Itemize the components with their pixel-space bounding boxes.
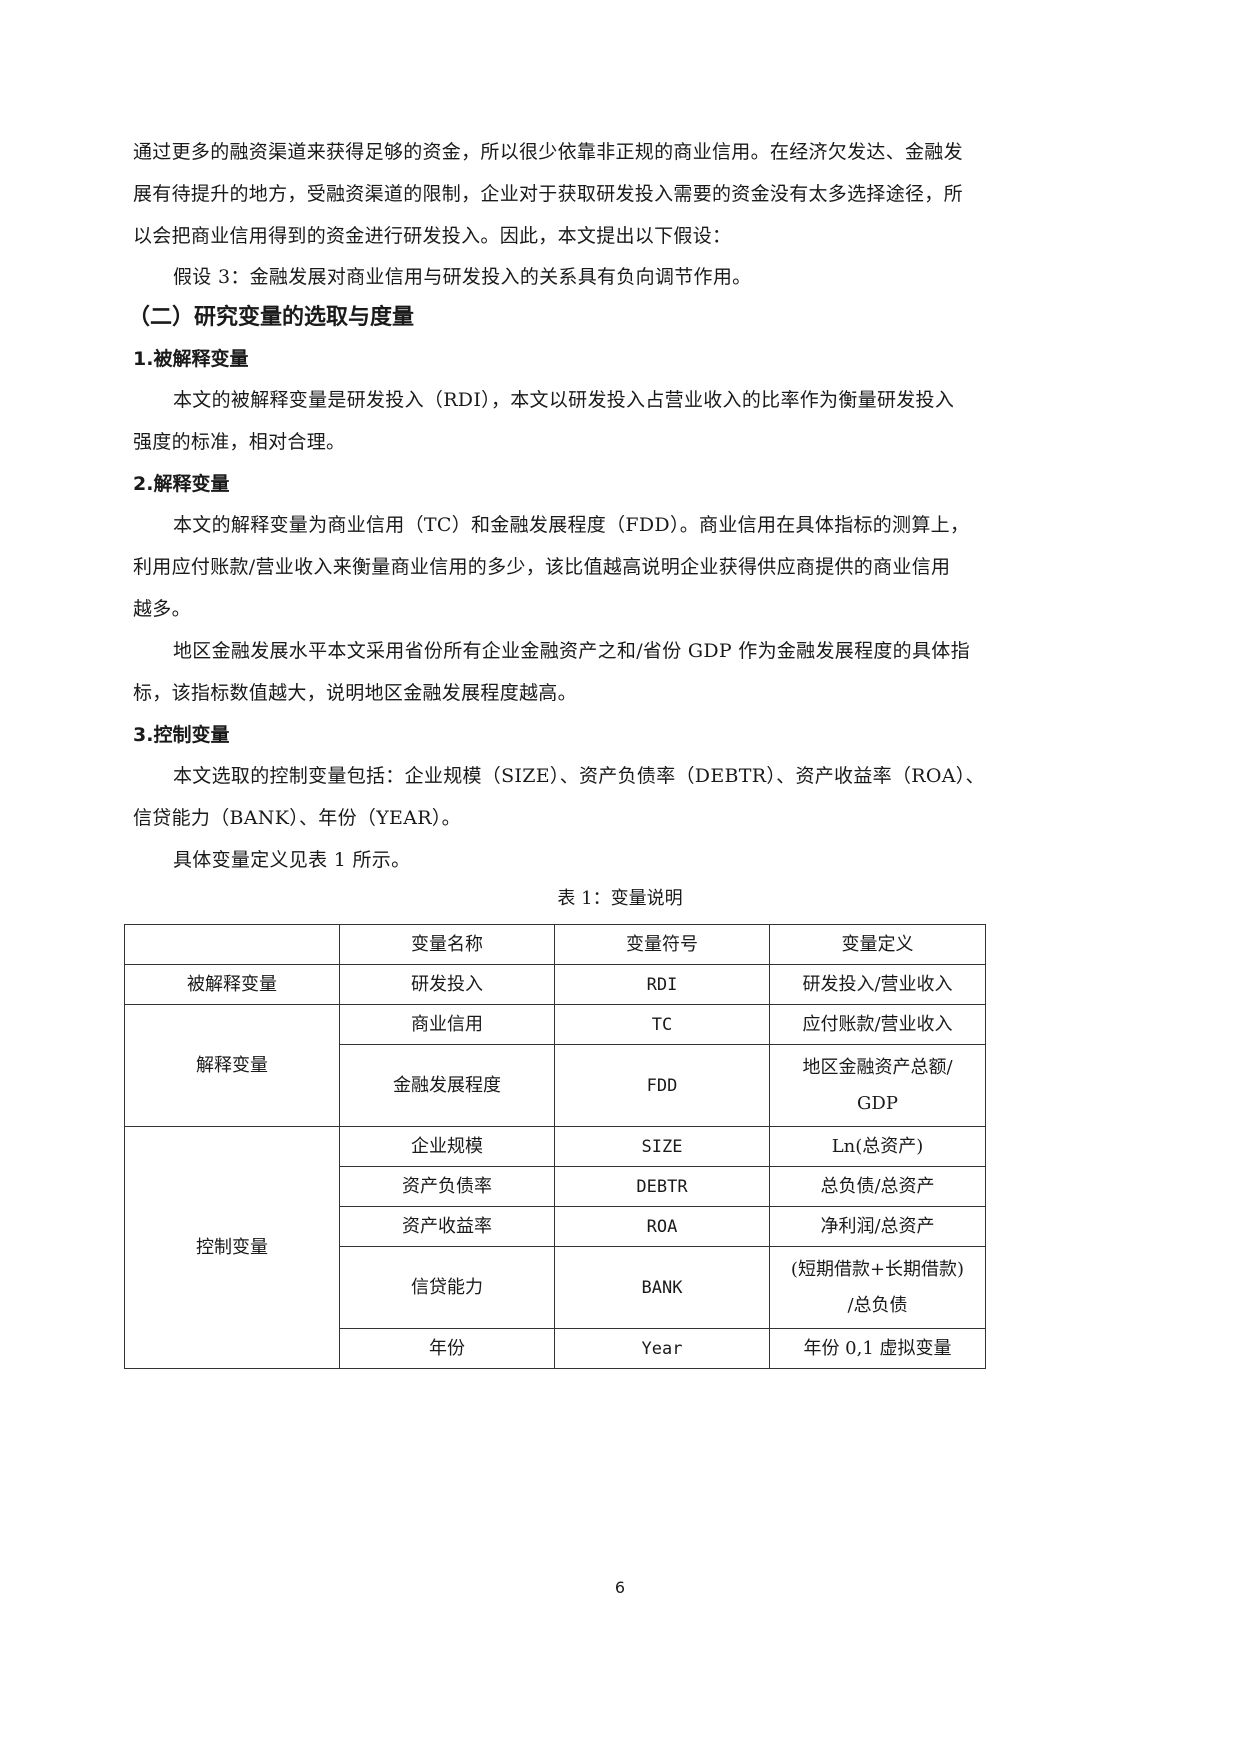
variable-definition-cell: 净利润/总资产 (769, 1206, 986, 1247)
variable-symbol-cell: ROA (554, 1206, 770, 1247)
variable-definition-cell: 地区金融资产总额/ GDP (769, 1044, 986, 1127)
table-header-row: 变量名称 变量符号 变量定义 (124, 924, 986, 965)
definition-line: GDP (857, 1092, 898, 1114)
body-text-line: 本文的被解释变量是研发投入（RDI），本文以研发投入占营业收入的比率作为衡量研发… (173, 389, 955, 411)
table-row: 被解释变量 研发投入 RDI 研发投入/营业收入 (124, 964, 986, 1005)
category-cell: 解释变量 (124, 1004, 340, 1127)
table-caption: 表 1：变量说明 (557, 888, 683, 909)
body-text-line: 通过更多的融资渠道来获得足够的资金，所以很少依靠非正规的商业信用。在经济欠发达、… (133, 141, 963, 163)
body-text-line: 具体变量定义见表 1 所示。 (173, 849, 411, 871)
table-row: 资产负债率 DEBTR 总负债/总资产 (125, 1166, 986, 1207)
body-text-line: 利用应付账款/营业收入来衡量商业信用的多少，该比值越高说明企业获得供应商提供的商… (133, 556, 951, 578)
definition-line: /总负债 (847, 1294, 908, 1316)
body-text-line: 本文的解释变量为商业信用（TC）和金融发展程度（FDD）。商业信用在具体指标的测… (173, 514, 970, 536)
variable-definition-cell: Ln(总资产) (769, 1126, 986, 1167)
variable-name-cell: 商业信用 (339, 1004, 555, 1045)
variable-definition-cell: 总负债/总资产 (769, 1166, 986, 1207)
variable-name-cell: 资产收益率 (339, 1206, 555, 1247)
definition-line: (短期借款+长期借款) (790, 1258, 965, 1280)
body-text-line: 标，该指标数值越大，说明地区金融发展程度越高。 (133, 682, 577, 704)
body-text-line: 以会把商业信用得到的资金进行研发投入。因此，本文提出以下假设： (133, 225, 732, 247)
table-row: 信贷能力 BANK (短期借款+长期借款) /总负债 (125, 1246, 986, 1329)
table-header-cell: 变量符号 (554, 924, 770, 965)
section-heading: （二）研究变量的选取与度量 (128, 305, 415, 330)
subsection-heading-explanatory: 2.解释变量 (133, 473, 230, 495)
variable-symbol-cell: SIZE (554, 1126, 770, 1167)
category-cell: 控制变量 (124, 1126, 340, 1369)
body-text-line: 地区金融发展水平本文采用省份所有企业金融资产之和/省份 GDP 作为金融发展程度… (173, 640, 970, 662)
hypothesis-3: 假设 3：金融发展对商业信用与研发投入的关系具有负向调节作用。 (173, 266, 752, 288)
body-text-line: 强度的标准，相对合理。 (133, 431, 346, 453)
body-text-line: 展有待提升的地方，受融资渠道的限制，企业对于获取研发投入需要的资金没有太多选择途… (133, 183, 963, 205)
variable-symbol-cell: DEBTR (554, 1166, 770, 1207)
table-row: 年份 Year 年份 0,1 虚拟变量 (125, 1328, 986, 1369)
table-row: 控制变量 企业规模 SIZE Ln(总资产) (124, 1126, 986, 1369)
variable-symbol-cell: Year (554, 1328, 770, 1369)
table-row: 金融发展程度 FDD 地区金融资产总额/ GDP (125, 1044, 986, 1127)
body-text-line: 本文选取的控制变量包括：企业规模（SIZE）、资产负债率（DEBTR）、资产收益… (173, 765, 985, 787)
table-header-cell: 变量名称 (339, 924, 555, 965)
table-header-cell (124, 924, 340, 965)
page-number: 6 (614, 1578, 626, 1597)
variable-name-cell: 企业规模 (339, 1126, 555, 1167)
table-header-cell: 变量定义 (769, 924, 986, 965)
variable-name-cell: 研发投入 (339, 964, 555, 1005)
definition-line: 地区金融资产总额/ (802, 1056, 953, 1078)
body-text-line: 越多。 (133, 598, 191, 620)
variable-symbol-cell: FDD (554, 1044, 770, 1127)
category-cell: 被解释变量 (124, 964, 340, 1005)
variable-definition-cell: (短期借款+长期借款) /总负债 (769, 1246, 986, 1329)
variable-symbol-cell: TC (554, 1004, 770, 1045)
body-text-line: 信贷能力（BANK）、年份（YEAR）。 (133, 807, 461, 829)
variables-table: 变量名称 变量符号 变量定义 被解释变量 研发投入 RDI 研发投入/营业收入 … (124, 924, 986, 1369)
subsection-heading-control: 3.控制变量 (133, 724, 230, 746)
variable-definition-cell: 年份 0,1 虚拟变量 (769, 1328, 986, 1369)
variable-name-cell: 信贷能力 (339, 1246, 555, 1329)
variable-definition-cell: 研发投入/营业收入 (769, 964, 986, 1005)
variable-name-cell: 年份 (339, 1328, 555, 1369)
variable-symbol-cell: RDI (554, 964, 770, 1005)
variable-name-cell: 资产负债率 (339, 1166, 555, 1207)
table-row: 解释变量 商业信用 TC 应付账款/营业收入 (124, 1004, 986, 1127)
variable-symbol-cell: BANK (554, 1246, 770, 1329)
variable-name-cell: 金融发展程度 (339, 1044, 555, 1127)
subsection-heading-dependent: 1.被解释变量 (133, 348, 249, 370)
variable-definition-cell: 应付账款/营业收入 (769, 1004, 986, 1045)
